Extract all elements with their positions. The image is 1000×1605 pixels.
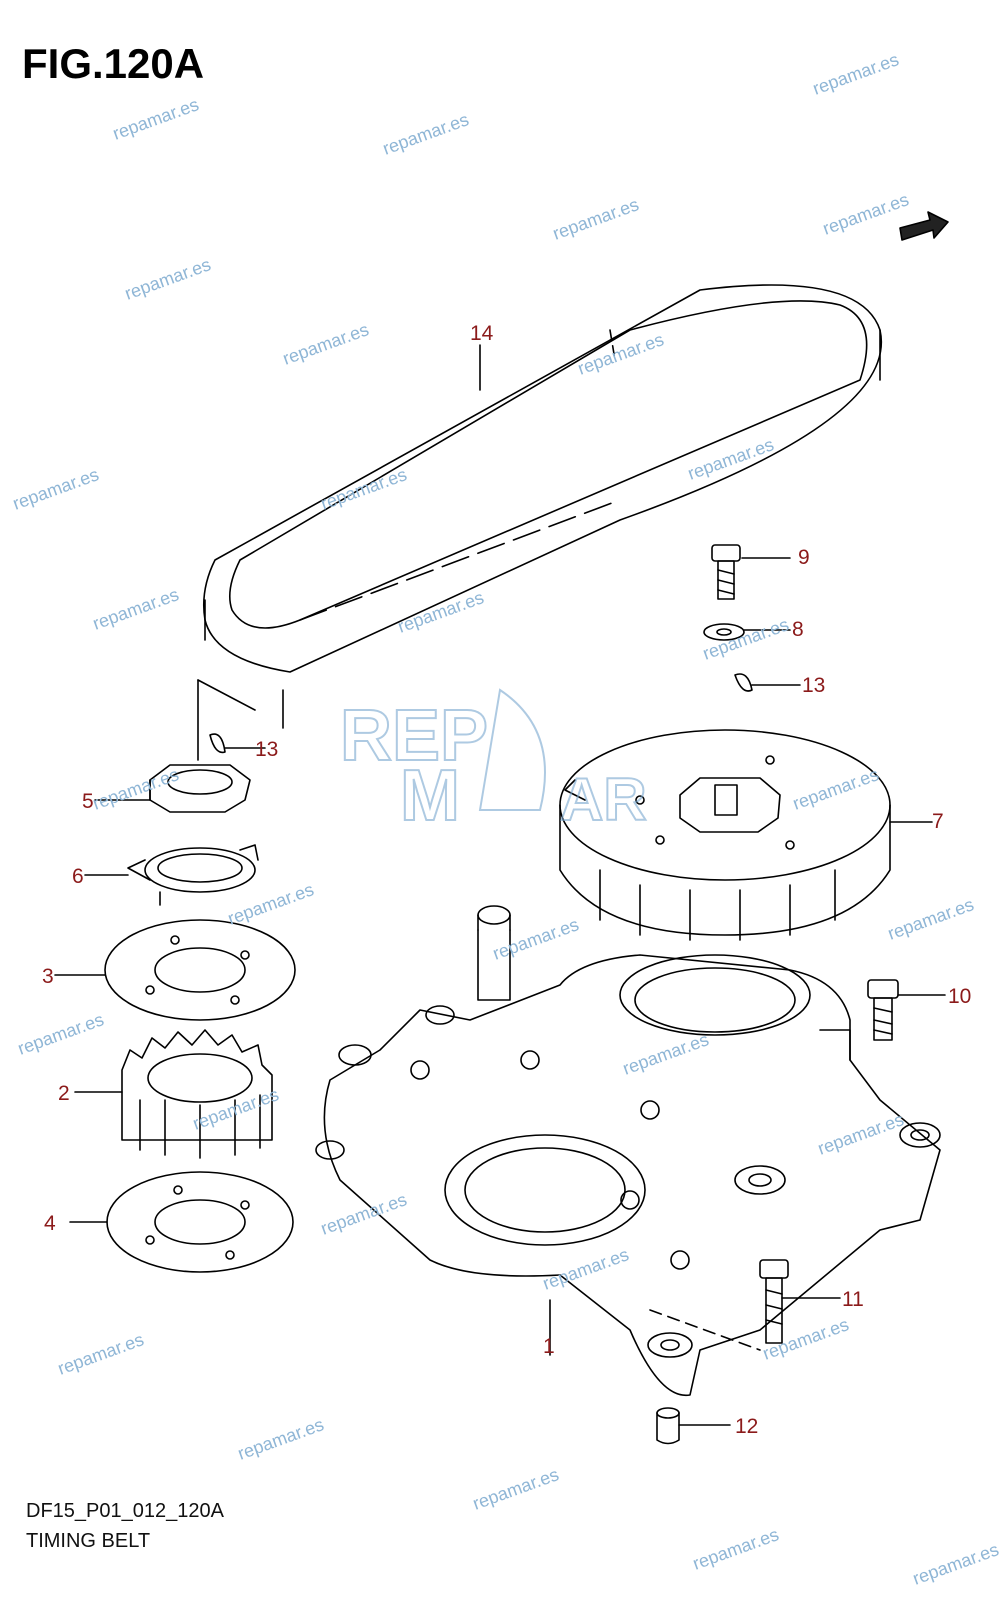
callout-13-left[interactable]: 13 [255, 738, 279, 761]
callout-1[interactable]: 1 [543, 1335, 555, 1358]
callout-2[interactable]: 2 [58, 1082, 70, 1105]
bolt-10 [867, 979, 899, 1041]
callout-5[interactable]: 5 [82, 790, 94, 813]
guide-plate-4 [106, 1171, 294, 1273]
callout-6[interactable]: 6 [72, 865, 84, 888]
washer-8 [703, 623, 745, 641]
figure-code: DF15_P01_012_120A [26, 1500, 224, 1522]
callout-9[interactable]: 9 [798, 546, 810, 569]
key-13-left [209, 733, 226, 754]
timing-housing-1 [315, 905, 941, 1397]
repmar-logo: REP M AR [339, 688, 648, 837]
bolt-11 [759, 1259, 789, 1344]
callout-12[interactable]: 12 [735, 1415, 759, 1438]
figure-title: FIG.120A [22, 40, 205, 87]
callout-3[interactable]: 3 [42, 965, 54, 988]
svg-text:AR: AR [560, 766, 647, 833]
callout-13-right[interactable]: 13 [802, 674, 826, 697]
guide-plate-3 [104, 919, 296, 1021]
callout-10[interactable]: 10 [948, 985, 972, 1008]
dowel-pin-12 [656, 1407, 680, 1445]
callout-14[interactable]: 14 [470, 322, 494, 345]
cam-sprocket-7 [559, 729, 891, 941]
figure-caption: TIMING BELT [26, 1530, 151, 1552]
lock-plate-6 [127, 844, 259, 906]
svg-text:M: M [400, 756, 460, 836]
svg-text:REP: REP [340, 696, 488, 776]
timing-belt [202, 284, 883, 673]
bolt-9 [711, 544, 741, 600]
key-13-right [734, 673, 753, 692]
arrow-forward-icon [899, 211, 949, 241]
callout-7[interactable]: 7 [932, 810, 944, 833]
crank-sprocket-2 [121, 1029, 273, 1159]
callout-11[interactable]: 11 [842, 1288, 864, 1311]
nut-5 [149, 764, 251, 813]
callout-8[interactable]: 8 [792, 618, 804, 641]
callout-4[interactable]: 4 [44, 1212, 56, 1235]
